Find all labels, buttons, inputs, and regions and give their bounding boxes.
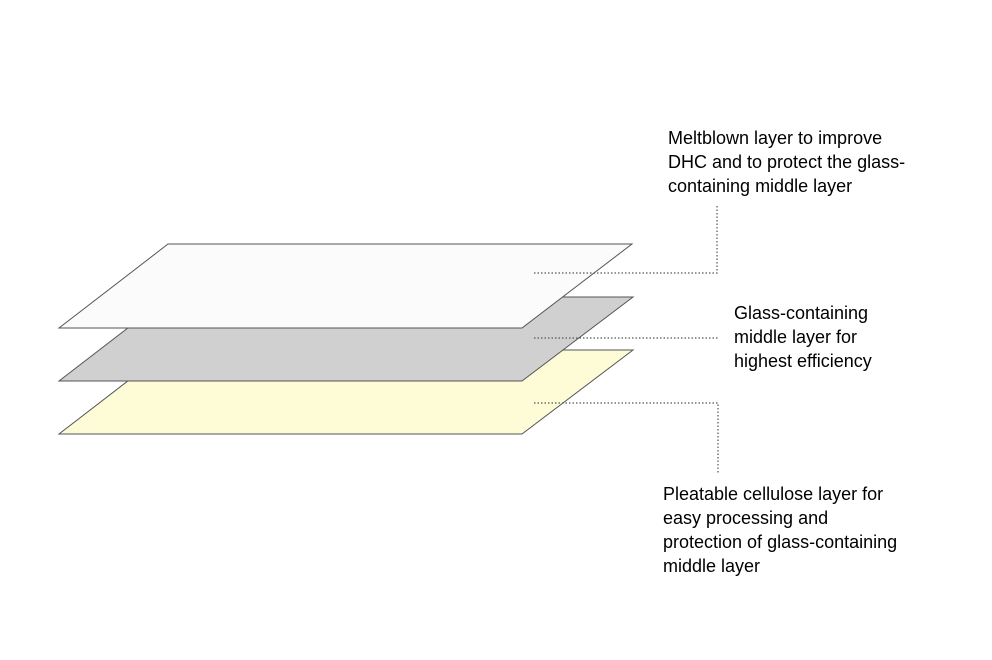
leader-line-top xyxy=(534,204,718,274)
label-line: highest efficiency xyxy=(734,351,872,371)
leader-line-bottom xyxy=(534,402,719,474)
label-line: DHC and to protect the glass- xyxy=(668,152,906,172)
label-line: middle layer xyxy=(663,556,761,576)
label-line: containing middle layer xyxy=(668,176,853,196)
meltblown-layer-sheet xyxy=(57,243,634,329)
label-line: Pleatable cellulose layer for xyxy=(663,484,884,504)
label-line: protection of glass-containing xyxy=(663,532,898,552)
label-line: Glass-containing xyxy=(734,303,869,323)
meltblown-layer-label: Meltblown layer to improve DHC and to pr… xyxy=(668,126,905,198)
label-line: Meltblown layer to improve xyxy=(668,128,883,148)
label-line: middle layer for xyxy=(734,327,858,347)
cellulose-layer-label: Pleatable cellulose layer for easy proce… xyxy=(663,482,897,578)
label-line: easy processing and xyxy=(663,508,829,528)
glass-layer-label: Glass-containing middle layer for highes… xyxy=(734,301,872,373)
